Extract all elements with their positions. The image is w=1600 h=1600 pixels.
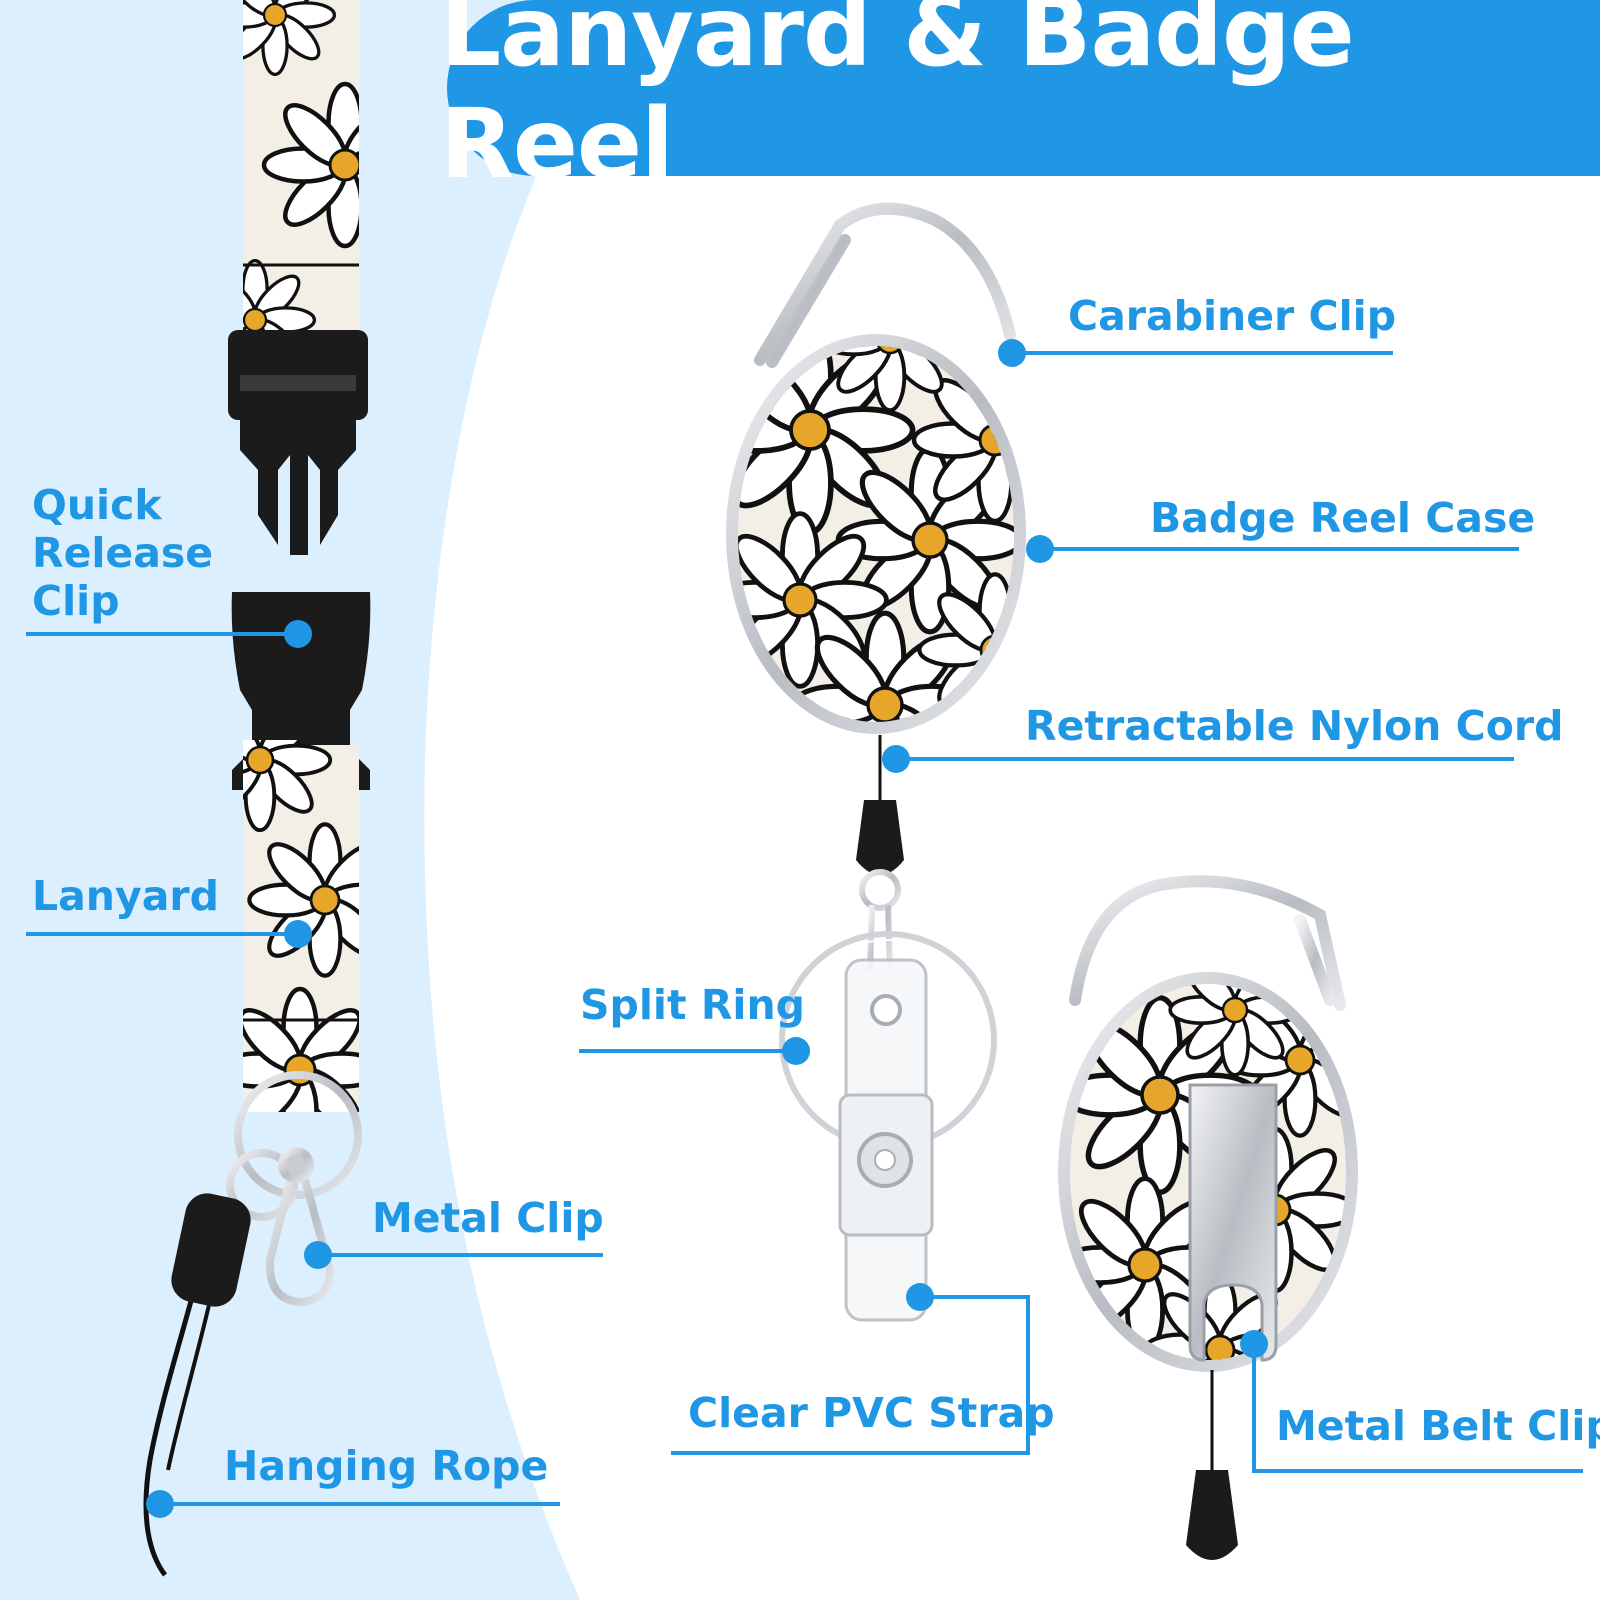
- metal-belt-clip-shape: [1188, 1083, 1278, 1362]
- label-clear-pvc-strap: Clear PVC Strap: [688, 1389, 1055, 1437]
- label-quick-release-clip: Quick Release Clip: [32, 481, 214, 625]
- metal-clip-hardware: [226, 1071, 362, 1307]
- lanyard-strap-top: [243, 0, 359, 345]
- label-badge-reel-case: Badge Reel Case: [1150, 494, 1536, 542]
- carabiner-bottom: [1069, 875, 1346, 1011]
- leader-lines: [26, 351, 1583, 1506]
- bottom-cord: [1186, 1370, 1238, 1560]
- page-title: Lanyard & Badge Reel: [440, 0, 1355, 200]
- label-metal-clip: Metal Clip: [372, 1194, 604, 1242]
- label-metal-belt-clip: Metal Belt Clip: [1276, 1402, 1600, 1450]
- buckle-male: [228, 330, 368, 555]
- label-retractable-nylon-cord: Retractable Nylon Cord: [1025, 702, 1564, 750]
- label-carabiner-clip: Carabiner Clip: [1068, 292, 1397, 340]
- hanging-rope: [143, 1193, 251, 1577]
- carabiner-top: [754, 202, 1016, 368]
- label-lanyard: Lanyard: [32, 872, 219, 920]
- leader-dots: [146, 339, 1268, 1518]
- label-split-ring: Split Ring: [580, 981, 806, 1029]
- badge-reel-case-top: [726, 334, 1026, 734]
- title-banner: [447, 0, 1600, 176]
- label-hanging-rope: Hanging Rope: [224, 1442, 549, 1490]
- clear-pvc-strap: [838, 958, 934, 1322]
